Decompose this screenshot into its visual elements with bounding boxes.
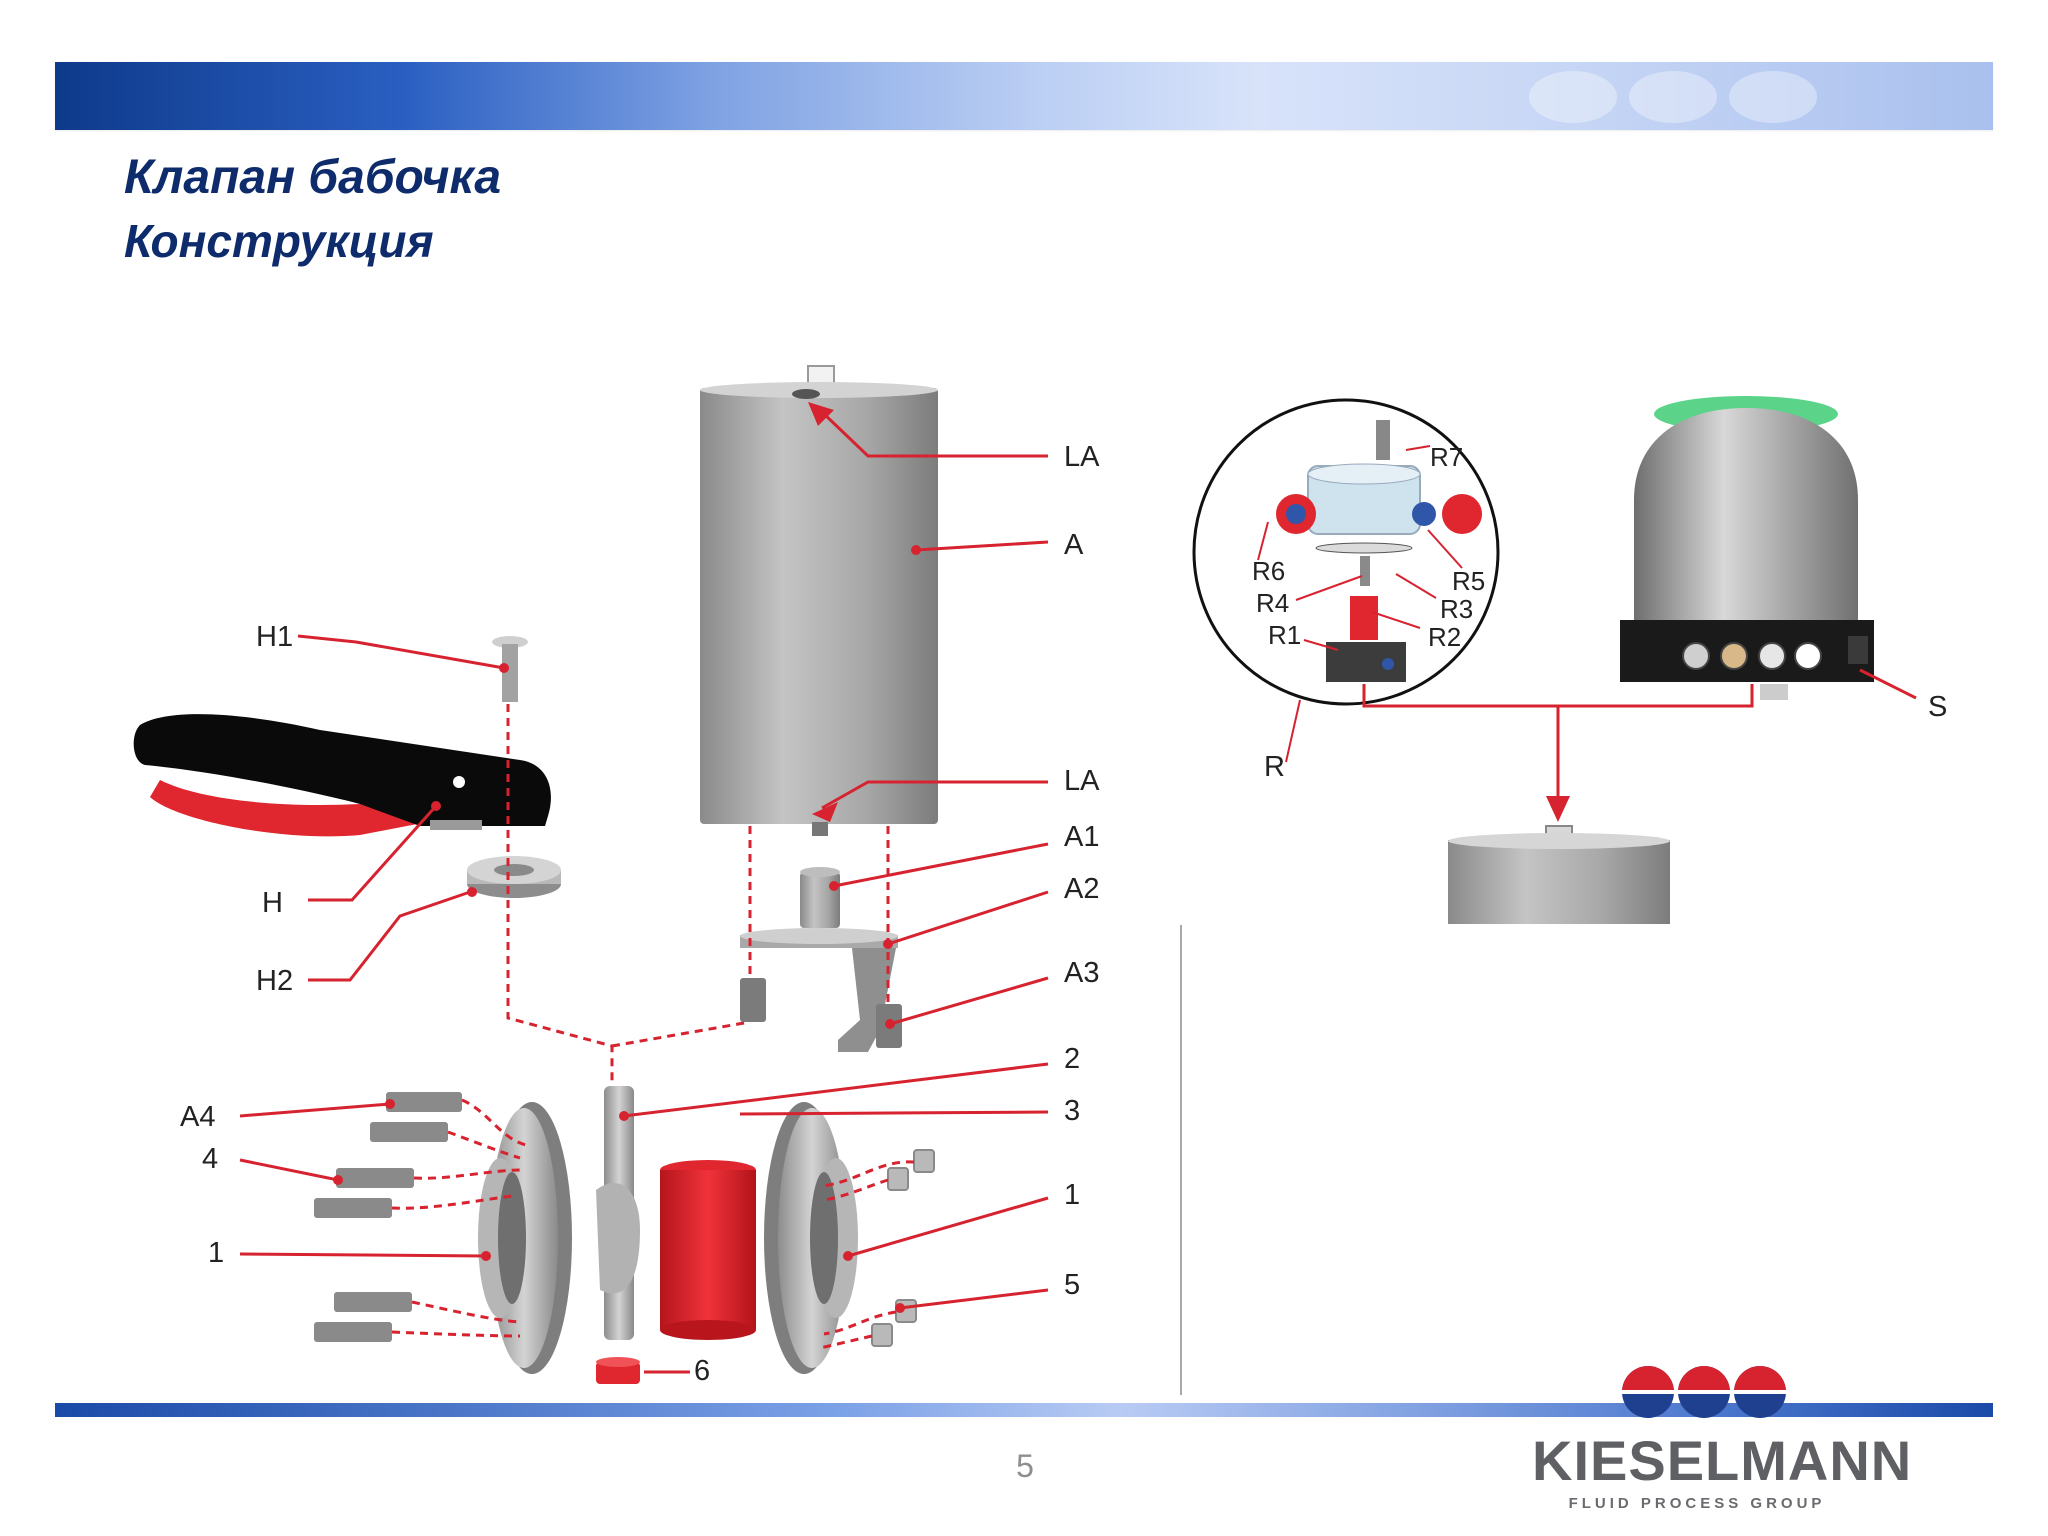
label-h1: H1 [256, 621, 293, 653]
brand-tagline: FLUID PROCESS GROUP [1568, 1495, 1826, 1512]
control-head-unit [1620, 396, 1874, 700]
label-2: 2 [1064, 1043, 1080, 1075]
screws-a3 [740, 978, 902, 1048]
hand-lever [133, 714, 551, 837]
band-logo-watermark [1529, 71, 1817, 123]
label-a3: A3 [1064, 957, 1099, 989]
label-a: A [1064, 529, 1084, 561]
label-1-left: 1 [208, 1237, 224, 1269]
plug-6 [596, 1357, 640, 1384]
leader-lines [239, 410, 1049, 1374]
bolts-left [314, 1092, 462, 1342]
label-la-top: LA [1064, 441, 1100, 473]
coupling-a1 [800, 867, 840, 928]
housing-left [478, 1102, 572, 1374]
label-a4: A4 [180, 1101, 215, 1133]
label-s: S [1928, 691, 1947, 723]
detail-leader-lines [1257, 445, 1463, 763]
actuator-top-partial [1448, 825, 1670, 924]
label-3: 3 [1064, 1095, 1080, 1127]
actuator-cylinder [700, 365, 938, 836]
label-6: 6 [694, 1355, 710, 1387]
leader-arrowheads [333, 402, 921, 1313]
label-r7: R7 [1430, 442, 1463, 472]
label-r: R [1264, 751, 1285, 783]
label-r3: R3 [1440, 594, 1473, 624]
arrow-to-actuator [1546, 796, 1570, 822]
brand-name: KIESELMANN [1532, 1429, 1913, 1492]
housing-right [764, 1102, 858, 1374]
label-h2: H2 [256, 965, 293, 997]
vertical-divider [1180, 925, 1182, 1395]
label-r1: R1 [1268, 620, 1301, 650]
label-r5: R5 [1452, 566, 1485, 596]
kieselmann-logo-icon [1622, 1366, 1786, 1418]
label-1-right: 1 [1064, 1179, 1080, 1211]
label-r2: R2 [1428, 622, 1461, 652]
label-a1: A1 [1064, 821, 1099, 853]
label-4: 4 [202, 1143, 218, 1175]
label-r4: R4 [1256, 588, 1289, 618]
screw-h1 [492, 636, 528, 702]
slide-subtitle: Конструкция [124, 215, 434, 267]
control-head-leaders [1362, 668, 1917, 800]
page-number: 5 [1016, 1448, 1034, 1484]
label-r6: R6 [1252, 556, 1285, 586]
label-la-bottom: LA [1064, 765, 1100, 797]
assembly-guide-lines [391, 704, 915, 1350]
detail-circle-control-head [1192, 398, 1500, 706]
bracket-a2 [740, 928, 898, 1052]
label-5: 5 [1064, 1269, 1080, 1301]
notch-ring-h2 [467, 856, 561, 898]
label-a2: A2 [1064, 873, 1099, 905]
valve-disc-2 [596, 1086, 640, 1340]
slide-title: Клапан бабочка [124, 151, 502, 204]
seal-ring-3 [660, 1160, 756, 1340]
top-header-band [55, 62, 1993, 130]
bottom-footer-band [55, 1403, 1993, 1417]
label-h: H [262, 887, 283, 919]
